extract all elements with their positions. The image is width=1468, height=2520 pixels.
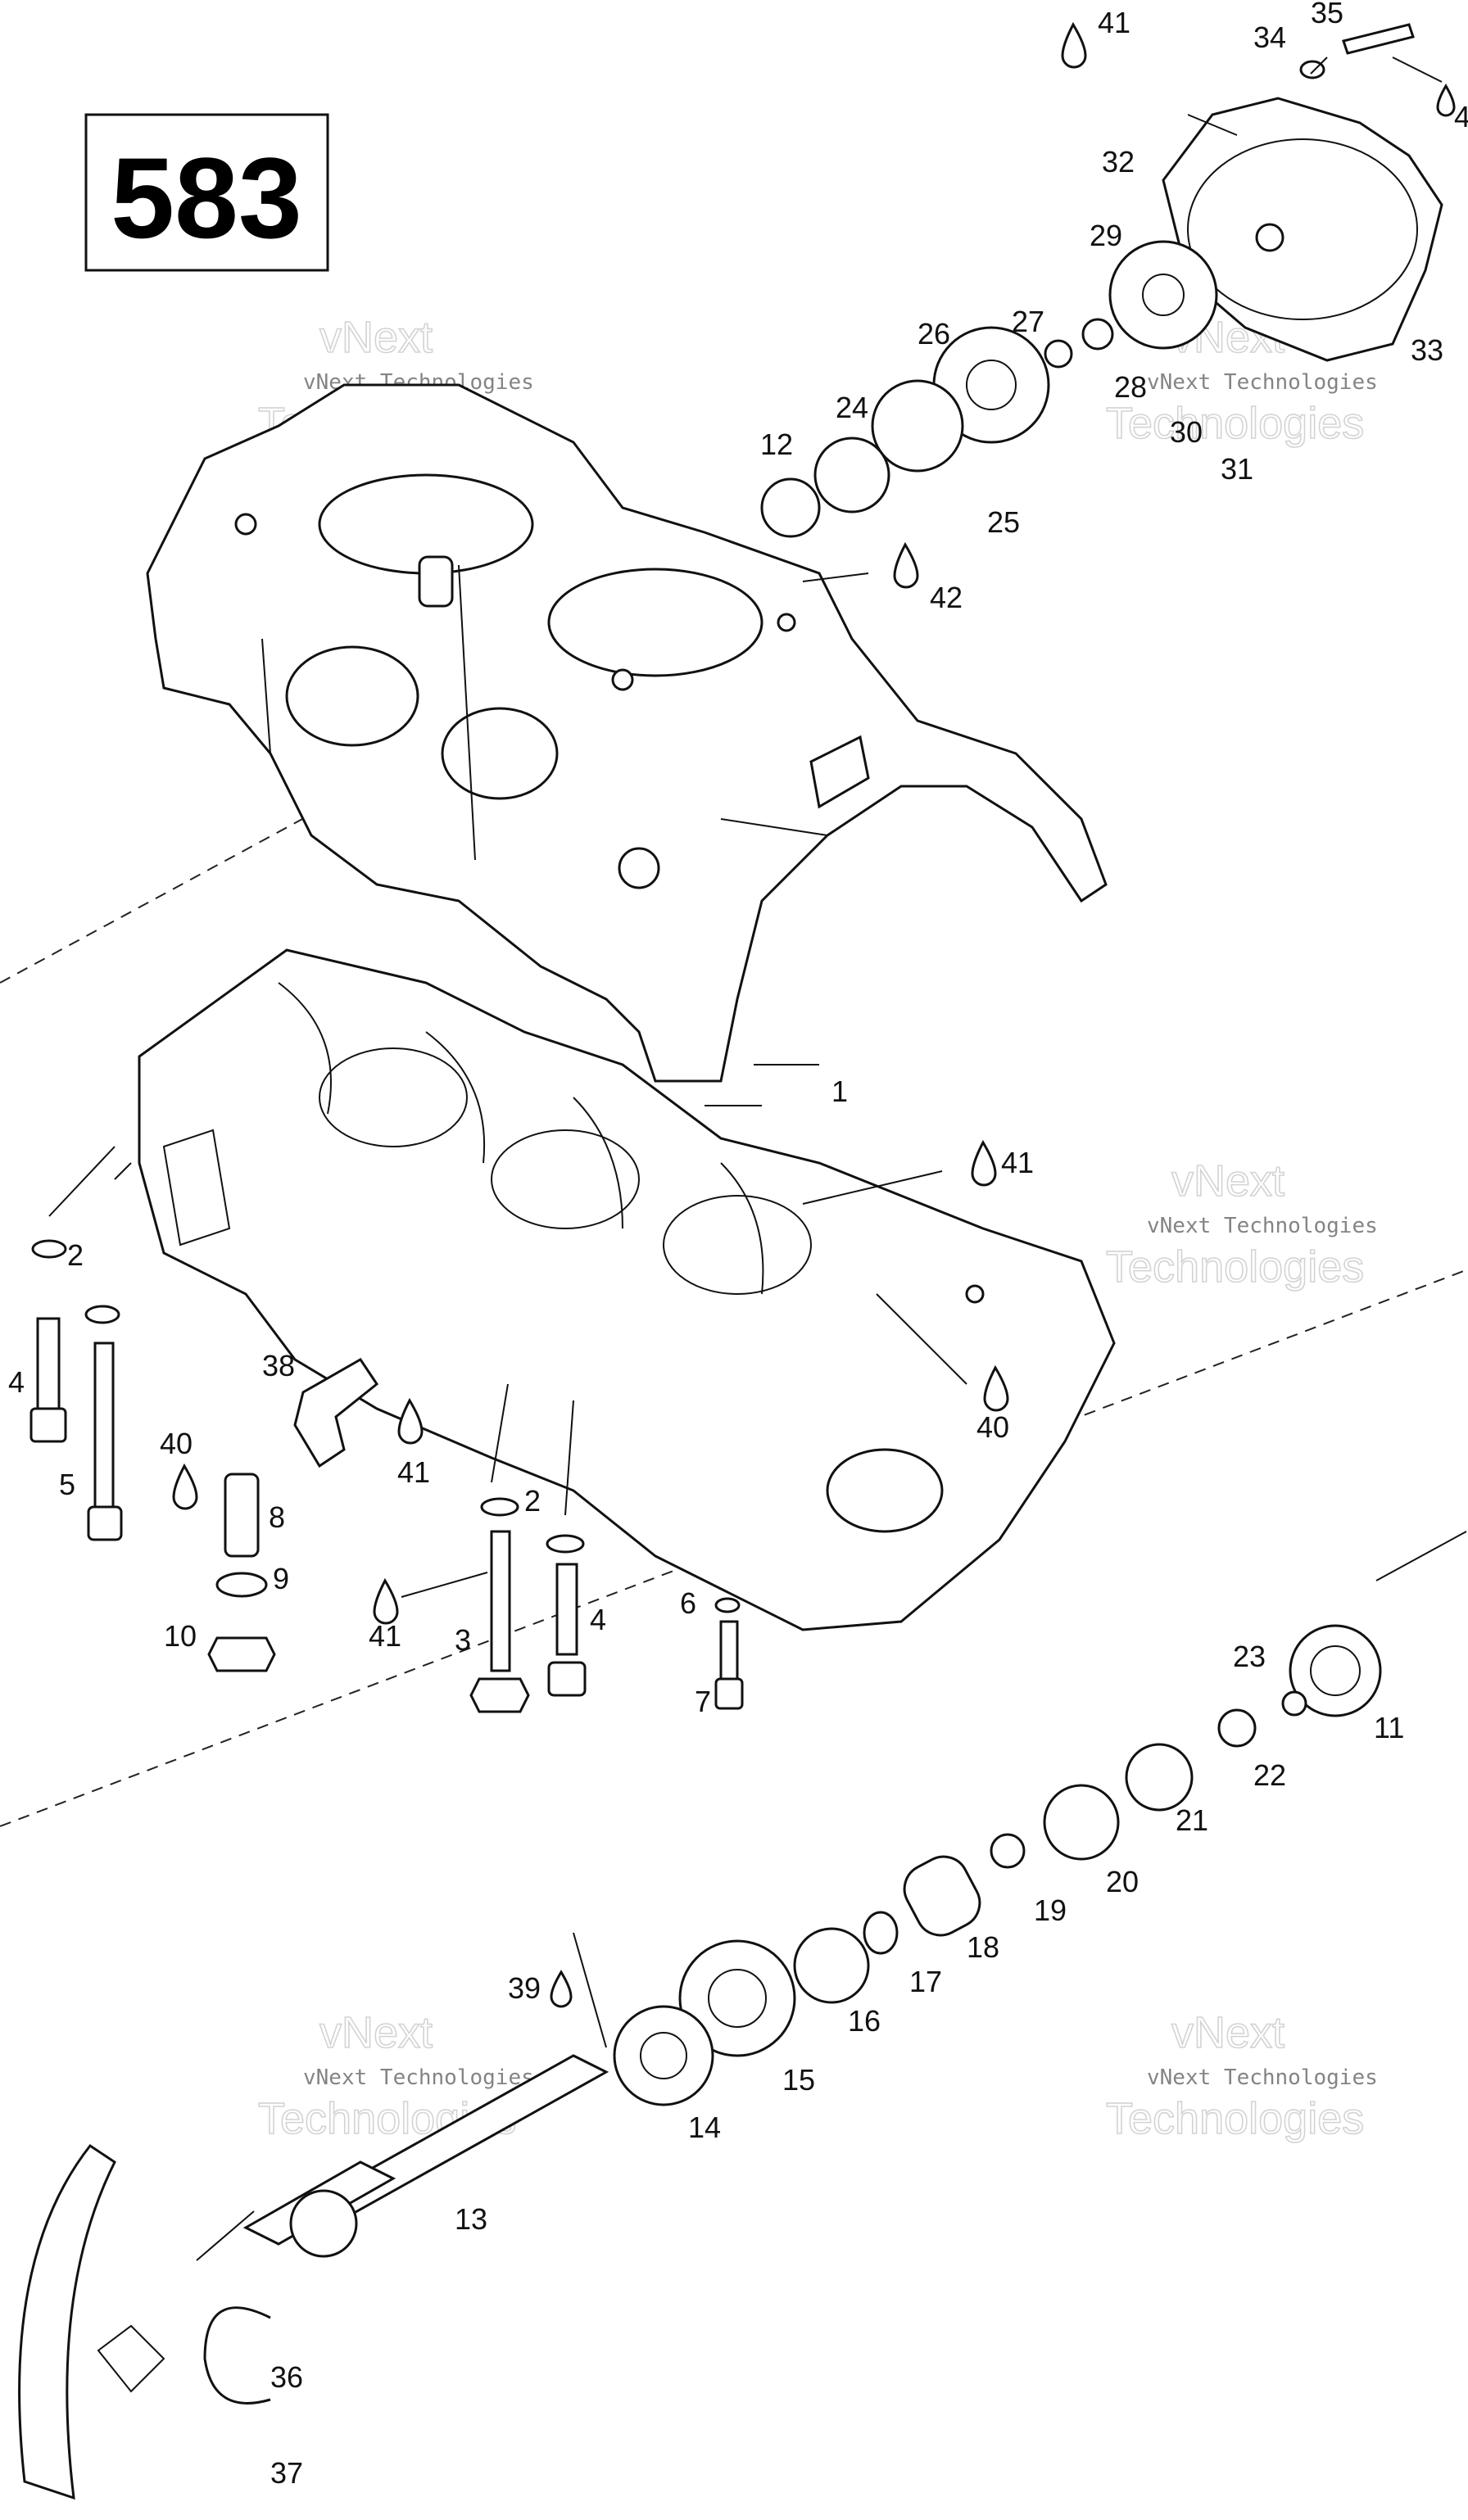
callout-16: 16 — [848, 2004, 881, 2038]
watermark-prefix: vNext — [319, 313, 433, 362]
callout-14: 14 — [688, 2111, 721, 2144]
drop-icon — [983, 1364, 1009, 1412]
drive-shaft-assembly — [18, 1624, 1382, 2500]
callout-17: 17 — [909, 1965, 942, 1998]
callout-9: 9 — [273, 1562, 289, 1595]
drop-icon — [971, 1139, 997, 1187]
lubricant-drops — [172, 21, 1456, 2008]
callout-29: 29 — [1090, 219, 1122, 252]
drop-icon — [373, 1577, 399, 1625]
hardware — [29, 1239, 744, 1713]
callout-30: 30 — [1170, 415, 1203, 449]
watermark-outline: Technologies — [1106, 399, 1364, 448]
watermark-caption: vNext Technologies — [1147, 370, 1378, 395]
callout-1: 1 — [831, 1075, 848, 1108]
callout-7: 7 — [695, 1685, 711, 1718]
diagram-number-badge: 583 — [84, 113, 329, 272]
drop-icon — [893, 541, 919, 589]
drop-icon — [550, 1970, 573, 2008]
watermark-outline: Technologies — [1106, 1242, 1364, 1292]
water-pump-assembly — [760, 23, 1443, 538]
section-lines — [0, 769, 1468, 1827]
callout-4-left: 4 — [8, 1365, 25, 1399]
callout-27: 27 — [1012, 305, 1044, 338]
callout-21: 21 — [1176, 1803, 1208, 1837]
callout-20: 20 — [1106, 1865, 1139, 1898]
callout-22: 22 — [1253, 1758, 1286, 1792]
callout-41-bolt: 41 — [369, 1619, 401, 1653]
callout-41-fitting: 41 — [397, 1455, 430, 1489]
callout-26: 26 — [918, 317, 950, 351]
callout-41-top: 41 — [1098, 6, 1130, 39]
callout-36: 36 — [270, 2360, 303, 2394]
watermark-prefix: vNext — [1171, 2008, 1284, 2057]
watermark-caption: vNext Technologies — [1147, 1214, 1378, 1238]
lower-crankcase — [138, 948, 1116, 1631]
callout-39: 39 — [508, 1971, 541, 2005]
watermark-mid-right: vNext vNext Technologies Technologies — [1105, 1156, 1378, 1292]
watermark-bottom-right: vNext vNext Technologies Technologies — [1105, 2007, 1378, 2144]
diagram-number: 583 — [111, 133, 302, 262]
callout-3: 3 — [455, 1623, 471, 1657]
callout-33: 33 — [1411, 333, 1443, 367]
callout-8: 8 — [269, 1500, 285, 1534]
callout-19: 19 — [1034, 1893, 1067, 1927]
callout-6: 6 — [680, 1586, 696, 1620]
watermark-caption: vNext Technologies — [1147, 2065, 1378, 2090]
callout-24: 24 — [836, 391, 868, 424]
watermark-prefix: vNext — [319, 2008, 433, 2057]
callout-5: 5 — [59, 1468, 75, 1501]
leader-lines — [48, 57, 1467, 2261]
drop-icon — [1436, 84, 1456, 117]
watermark-caption: vNext Technologies — [303, 2065, 534, 2090]
callout-31: 31 — [1221, 452, 1253, 486]
callout-2-left: 2 — [67, 1238, 84, 1272]
watermark-bottom-left: vNext vNext Technologies Technologies — [257, 2007, 534, 2144]
drop-icon — [172, 1463, 198, 1510]
callout-18: 18 — [967, 1930, 999, 1964]
callout-34: 34 — [1253, 20, 1286, 54]
callout-2-right: 2 — [524, 1484, 541, 1518]
callout-35: 35 — [1311, 0, 1343, 29]
callout-32: 32 — [1102, 145, 1135, 179]
callout-28: 28 — [1114, 370, 1147, 404]
callout-11: 11 — [1374, 1711, 1404, 1744]
callout-10: 10 — [164, 1619, 197, 1653]
callout-12: 12 — [760, 428, 793, 461]
callout-labels: 1 2 2 3 4 4 5 6 7 8 9 10 11 12 13 14 15 … — [8, 0, 1468, 2490]
callout-41-middle: 41 — [1001, 1146, 1034, 1179]
callout-4-right: 4 — [590, 1603, 606, 1636]
callout-40-left: 40 — [160, 1427, 193, 1460]
callout-40-right: 40 — [976, 1410, 1009, 1444]
callout-13: 13 — [455, 2202, 487, 2236]
callout-41-edge: 41 — [1454, 100, 1468, 133]
callout-42: 42 — [930, 581, 963, 614]
drop-icon — [1061, 21, 1087, 69]
callout-38: 38 — [262, 1349, 295, 1382]
callout-23: 23 — [1233, 1640, 1266, 1673]
watermark-prefix: vNext — [1171, 1156, 1284, 1206]
callout-15: 15 — [782, 2063, 815, 2097]
callout-37: 37 — [270, 2456, 303, 2490]
watermark-outline: Technologies — [1106, 2094, 1364, 2143]
upper-crankcase — [146, 383, 1108, 1083]
callout-25: 25 — [987, 505, 1020, 539]
drop-icon — [397, 1397, 424, 1445]
